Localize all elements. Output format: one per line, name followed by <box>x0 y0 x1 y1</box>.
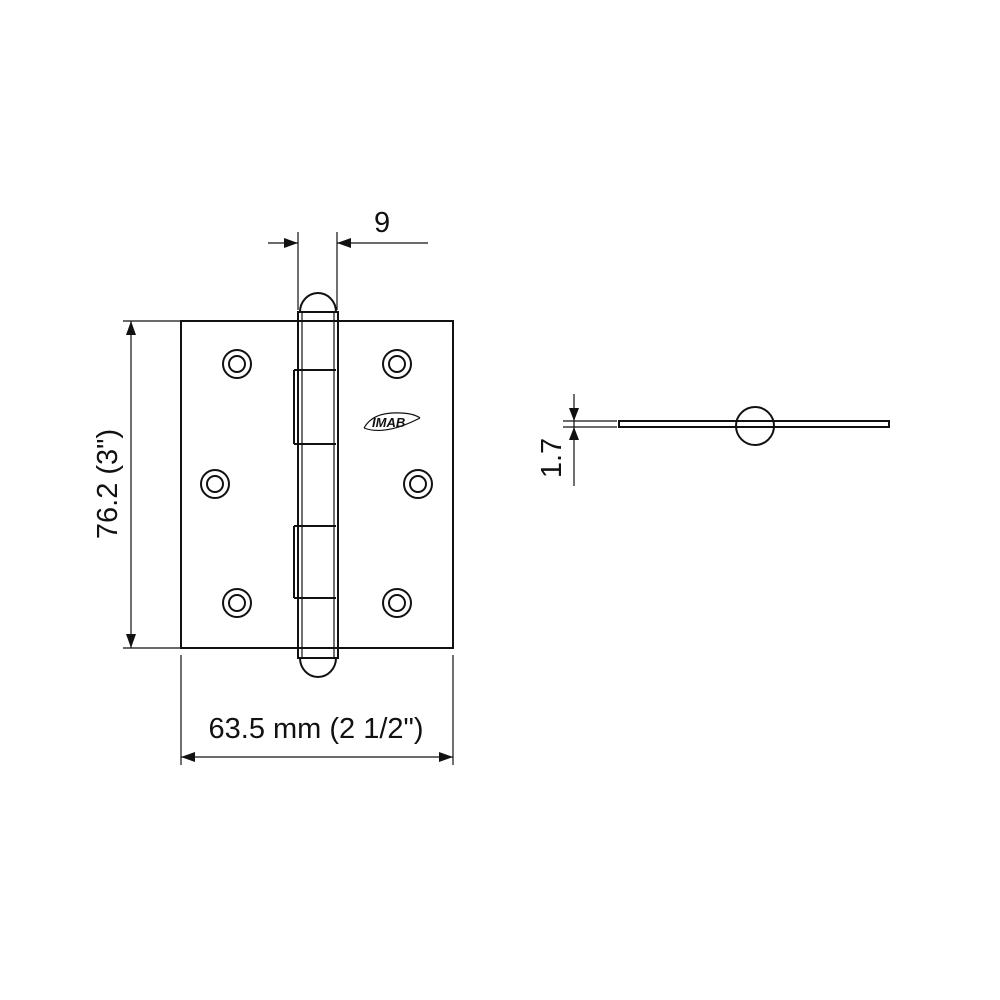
dimension-height: 76.2 (3") <box>92 320 180 649</box>
screw-hole <box>382 588 412 618</box>
dimension-label: 63.5 mm (2 1/2") <box>209 713 424 745</box>
screw-hole <box>200 469 230 499</box>
hinge-barrel <box>293 311 339 659</box>
dimension-label: 9 <box>374 207 390 239</box>
front-view: IMAB <box>180 292 454 678</box>
side-view <box>618 406 890 446</box>
dimension-label: 1.7 <box>536 438 568 478</box>
bottom-ball-tip <box>298 657 338 678</box>
dimension-thickness: 1.7 <box>536 394 617 486</box>
dimension-width: 63.5 mm (2 1/2") <box>180 655 454 765</box>
dimension-knuckle-diameter: 9 <box>268 207 428 310</box>
screw-hole <box>222 349 252 379</box>
screw-hole <box>382 349 412 379</box>
top-ball-tip <box>298 292 338 313</box>
screw-hole <box>403 469 433 499</box>
dimension-label: 76.2 (3") <box>92 429 124 539</box>
svg-text:IMAB: IMAB <box>372 415 405 430</box>
screw-hole <box>222 588 252 618</box>
brand-logo: IMAB <box>363 412 421 431</box>
